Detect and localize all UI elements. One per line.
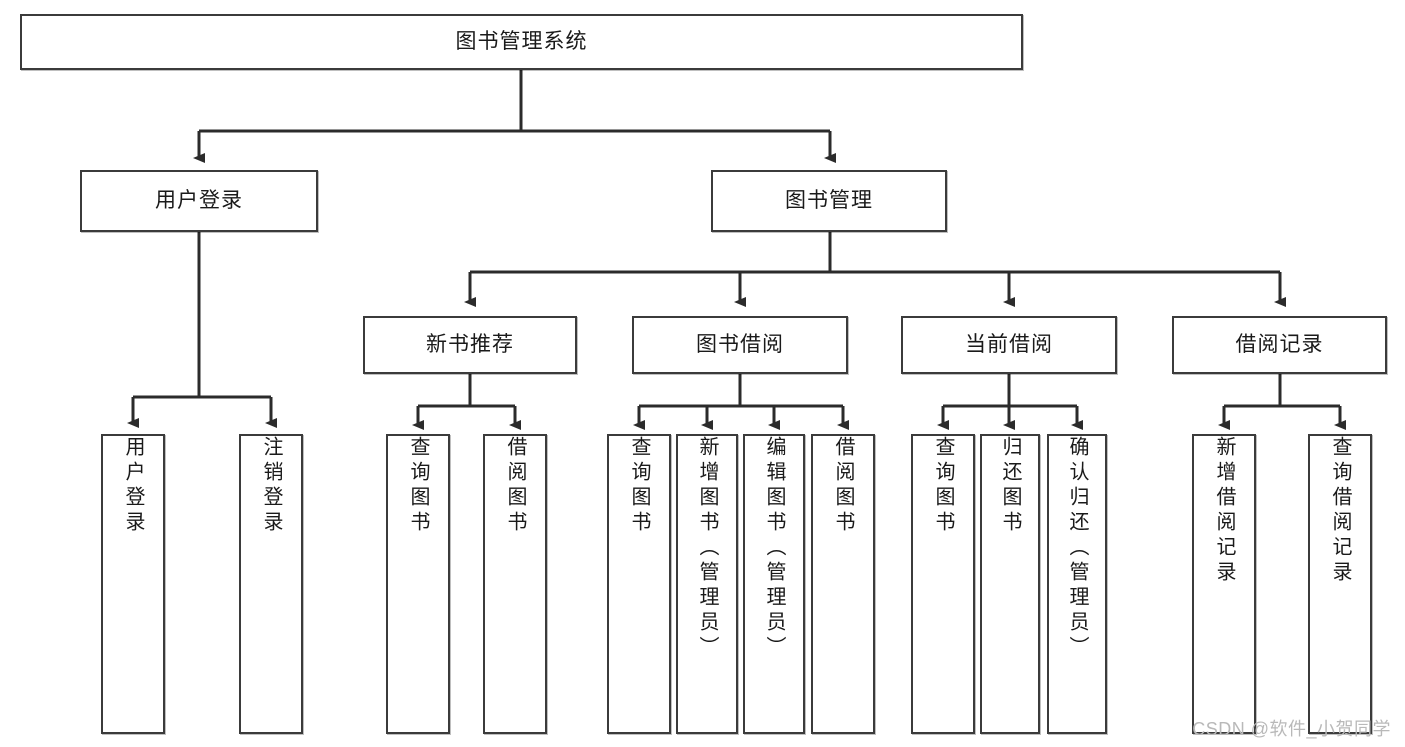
leaf-new-book-query-book[interactable]: 查询图书	[386, 434, 450, 734]
node-label: 查询图书	[932, 436, 954, 536]
node-label: 编辑图书（管理员）	[763, 436, 785, 661]
leaf-book-borrow-add-book-admin[interactable]: 新增图书（管理员）	[676, 434, 738, 734]
leaf-user-login-logout[interactable]: 注销登录	[239, 434, 303, 734]
node-label: 注销登录	[260, 436, 282, 536]
node-label: 借阅记录	[1235, 332, 1324, 356]
leaf-book-borrow-query-book[interactable]: 查询图书	[607, 434, 671, 734]
node-label: 查询借阅记录	[1329, 436, 1351, 586]
node-label: 查询图书	[407, 436, 429, 536]
leaf-current-borrow-return-book[interactable]: 归还图书	[980, 434, 1040, 734]
node-label: 借阅图书	[504, 436, 526, 536]
leaf-book-borrow-edit-book-admin[interactable]: 编辑图书（管理员）	[743, 434, 805, 734]
node-label: 图书管理系统	[455, 29, 588, 53]
node-label: 归还图书	[999, 436, 1021, 536]
node-new-book-recommend[interactable]: 新书推荐	[363, 316, 577, 374]
leaf-current-borrow-confirm-return-admin[interactable]: 确认归还（管理员）	[1047, 434, 1107, 734]
node-label: 确认归还（管理员）	[1066, 436, 1088, 661]
node-label: 用户登录	[155, 188, 243, 212]
node-label: 新书推荐	[426, 332, 514, 356]
node-label: 查询图书	[628, 436, 650, 536]
node-label: 图书借阅	[696, 332, 784, 356]
node-root-book-management-system[interactable]: 图书管理系统	[20, 14, 1023, 70]
watermark-text: CSDN @软件_小贺同学	[1192, 719, 1391, 739]
leaf-borrow-record-query-record[interactable]: 查询借阅记录	[1308, 434, 1372, 734]
leaf-new-book-borrow-book[interactable]: 借阅图书	[483, 434, 547, 734]
leaf-borrow-record-add-record[interactable]: 新增借阅记录	[1192, 434, 1256, 734]
node-user-login[interactable]: 用户登录	[80, 170, 318, 232]
node-label: 新增图书（管理员）	[696, 436, 718, 661]
node-label: 图书管理	[785, 188, 873, 212]
leaf-current-borrow-query-book[interactable]: 查询图书	[911, 434, 975, 734]
node-book-borrow[interactable]: 图书借阅	[632, 316, 848, 374]
leaf-user-login-login[interactable]: 用户登录	[101, 434, 165, 734]
node-label: 用户登录	[122, 436, 144, 536]
node-book-management[interactable]: 图书管理	[711, 170, 947, 232]
node-label: 新增借阅记录	[1213, 436, 1235, 586]
leaf-book-borrow-borrow-book[interactable]: 借阅图书	[811, 434, 875, 734]
node-current-borrow[interactable]: 当前借阅	[901, 316, 1117, 374]
node-label: 当前借阅	[965, 332, 1053, 356]
node-label: 借阅图书	[832, 436, 854, 536]
node-borrow-record[interactable]: 借阅记录	[1172, 316, 1387, 374]
